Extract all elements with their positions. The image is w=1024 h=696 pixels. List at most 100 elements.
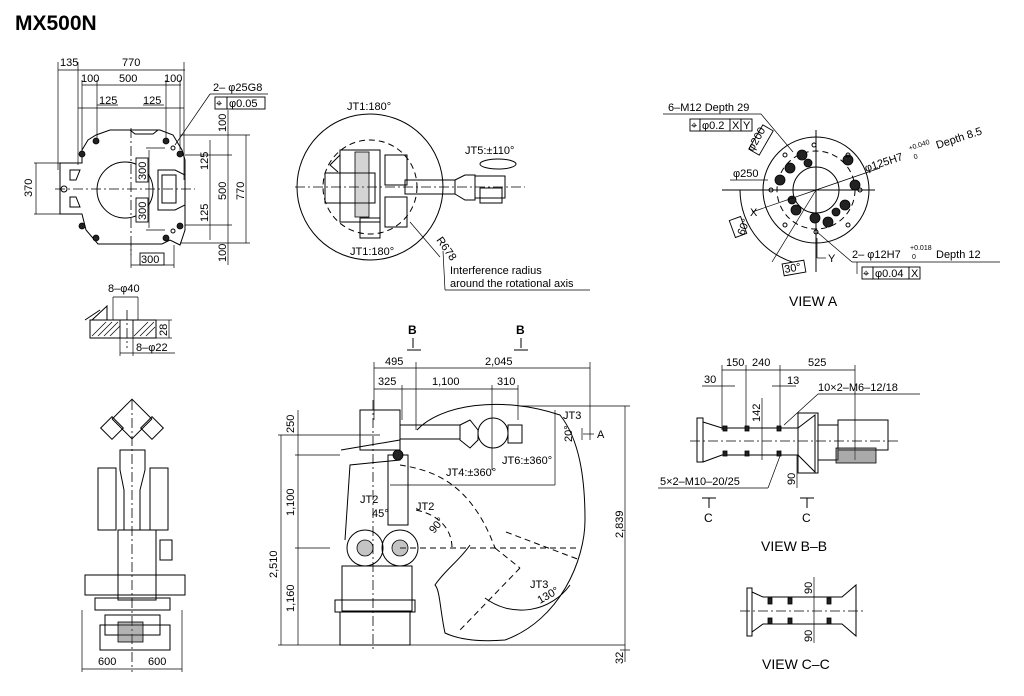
dim-125-left: 125 bbox=[99, 95, 117, 107]
dim-90-cc-top: 90 bbox=[803, 582, 815, 594]
dim-500: 500 bbox=[119, 73, 137, 85]
dim-525: 525 bbox=[808, 357, 826, 369]
robot-top-view: JT1:180° JT1:180° JT5:±110° R678 Interfe… bbox=[295, 101, 590, 291]
dim-100-right: 100 bbox=[164, 73, 182, 85]
pin-depth: Depth 12 bbox=[936, 249, 981, 261]
robot-side-view: B B 495 2,045 325 1,100 310 250 1,100 2,… bbox=[268, 323, 630, 664]
dim-100-r-top: 100 bbox=[217, 114, 229, 132]
dim-2045: 2,045 bbox=[485, 356, 513, 368]
dim-600-left: 600 bbox=[98, 656, 116, 668]
pin-tol-lower: 0 bbox=[912, 254, 916, 261]
jt1-top-label: JT1:180° bbox=[347, 101, 391, 113]
tapped-holes-label: 6–M12 Depth 29 bbox=[668, 102, 749, 114]
datum-y-1: Y bbox=[743, 120, 751, 132]
dim-2839: 2,839 bbox=[614, 510, 626, 538]
dim-495: 495 bbox=[385, 356, 403, 368]
pin-holes-label: 2– φ12H7 bbox=[852, 249, 901, 261]
view-bb: 150 240 525 30 13 10×2–M6–12/18 142 90 5… bbox=[658, 357, 920, 554]
datum-x-2: X bbox=[911, 268, 919, 280]
view-cc-label: VIEW C–C bbox=[762, 656, 830, 672]
spigot-tol-lower: 0 bbox=[913, 153, 919, 161]
dim-500-r: 500 bbox=[217, 182, 229, 200]
dim-310: 310 bbox=[497, 376, 515, 388]
counterbore-label: 8–φ40 bbox=[108, 283, 140, 295]
dim-2510: 2,510 bbox=[268, 550, 280, 578]
dim-125-right: 125 bbox=[143, 95, 161, 107]
tolerance-005: φ0.05 bbox=[229, 98, 258, 110]
base-top-view: 135 770 100 500 100 125 125 bbox=[23, 57, 268, 268]
spigot-tol-upper: +0.040 bbox=[908, 139, 931, 152]
dim-370: 370 bbox=[23, 179, 35, 197]
dim-box-300-top: 300 bbox=[137, 162, 149, 180]
dim-90-bb: 90 bbox=[786, 473, 798, 485]
position-symbol-a1: ⌖ bbox=[691, 120, 697, 132]
jt6-label: JT6:±360° bbox=[502, 455, 552, 467]
position-symbol: ⌖ bbox=[216, 98, 222, 110]
view-a-label: VIEW A bbox=[789, 293, 838, 309]
axis-x-label: X bbox=[750, 207, 758, 219]
jt1-bottom-label: JT1:180° bbox=[350, 246, 394, 258]
dim-100-left: 100 bbox=[81, 73, 99, 85]
model-title: MX500N bbox=[15, 12, 97, 35]
jt3-top-label: JT3 bbox=[563, 410, 581, 422]
section-c-left: C bbox=[704, 511, 713, 525]
datum-x-1: X bbox=[732, 120, 740, 132]
dim-90-cc-bottom: 90 bbox=[803, 630, 815, 642]
angle-30: 30° bbox=[783, 261, 801, 276]
dim-1100-left: 1,100 bbox=[285, 488, 297, 516]
jt2-right-angle: 90° bbox=[427, 515, 447, 535]
section-c-right: C bbox=[802, 511, 811, 525]
interference-note-line2: around the rotational axis bbox=[450, 278, 574, 290]
axis-y-label: Y bbox=[828, 253, 836, 265]
jt5-label: JT5:±110° bbox=[465, 145, 514, 157]
jt2-left-label: JT2 bbox=[360, 494, 378, 506]
radius-r678: R678 bbox=[434, 235, 459, 263]
position-symbol-a2: ⌖ bbox=[863, 268, 869, 280]
dim-box-300-bottom: 300 bbox=[137, 202, 149, 220]
hole-label: 8–φ22 bbox=[136, 342, 168, 354]
dim-30: 30 bbox=[704, 374, 716, 386]
dim-135: 135 bbox=[60, 57, 78, 69]
dim-770-r: 770 bbox=[235, 182, 247, 200]
dim-32: 32 bbox=[614, 652, 626, 664]
dim-600-right: 600 bbox=[148, 656, 166, 668]
jt4-label: JT4:±360° bbox=[446, 467, 496, 479]
dim-13: 13 bbox=[787, 375, 799, 387]
section-b-left: B bbox=[408, 323, 417, 337]
angle-60: 60° bbox=[736, 217, 753, 237]
dim-125-r-bottom: 125 bbox=[199, 204, 211, 222]
jt2-right-label: JT2 bbox=[416, 501, 434, 513]
tolerance-02: φ0.2 bbox=[702, 120, 724, 132]
dim-125-r-top: 125 bbox=[199, 152, 211, 170]
dim-1160: 1,160 bbox=[285, 584, 297, 612]
dim-770-top: 770 bbox=[122, 57, 140, 69]
dim-1100-top: 1,100 bbox=[432, 376, 460, 388]
callout-m10: 5×2–M10–20/25 bbox=[660, 476, 740, 488]
jt2-left-angle: 45° bbox=[372, 508, 389, 520]
callout-25g8: 2– φ25G8 bbox=[213, 82, 262, 94]
view-a: X Y 60° 30° 6–M12 Depth 29 ⌖ φ0.2 X Y φ2… bbox=[663, 102, 1000, 309]
hole-detail-view: 8–φ40 28 8–φ22 bbox=[84, 283, 175, 356]
dim-250: 250 bbox=[285, 415, 297, 433]
jt3-bottom-label: JT3 bbox=[530, 579, 548, 591]
dia-250: φ250 bbox=[733, 168, 759, 180]
spigot-depth: Depth 8.5 bbox=[935, 126, 984, 152]
callout-m6: 10×2–M6–12/18 bbox=[818, 382, 898, 394]
view-a-arrow-label: A bbox=[597, 429, 605, 441]
view-bb-label: VIEW B–B bbox=[761, 538, 827, 554]
dim-325: 325 bbox=[378, 376, 396, 388]
robot-front-view: 600 600 bbox=[81, 398, 186, 672]
dim-150: 150 bbox=[726, 357, 744, 369]
dim-142: 142 bbox=[751, 404, 763, 422]
section-b-right: B bbox=[516, 323, 525, 337]
spigot-dia: φ125H7 bbox=[863, 151, 904, 175]
view-cc: 90 90 VIEW C–C bbox=[740, 577, 866, 672]
depth-28: 28 bbox=[158, 324, 170, 336]
dim-box-300-base: 300 bbox=[141, 254, 159, 266]
tolerance-004: φ0.04 bbox=[875, 268, 904, 280]
jt3-top-angle: 20° bbox=[563, 425, 575, 442]
interference-note-line1: Interference radius bbox=[450, 265, 542, 277]
dim-240: 240 bbox=[752, 357, 770, 369]
dim-100-r-bottom: 100 bbox=[217, 244, 229, 262]
